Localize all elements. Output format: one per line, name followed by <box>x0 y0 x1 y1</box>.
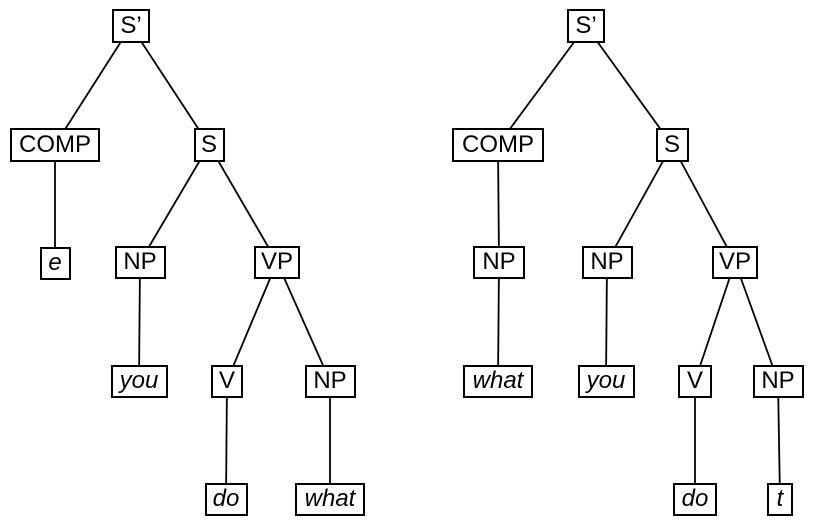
right-tree-node-t: t <box>767 482 793 516</box>
right-tree-edge-np2-you <box>605 261 608 382</box>
right-tree-edge-np1-what <box>497 261 500 382</box>
left-tree-node-np2: NP <box>304 364 356 398</box>
left-tree-node-vp: VP <box>254 245 300 279</box>
left-tree-node-v: V <box>211 364 243 398</box>
left-tree-edge-s-np1 <box>139 144 210 263</box>
left-tree-node-sprime: S’ <box>112 9 150 43</box>
left-tree-edge-vp-np2 <box>276 261 331 382</box>
right-tree-node-you: you <box>577 364 635 398</box>
right-tree-node-np3: NP <box>752 364 804 398</box>
left-tree-node-e: e <box>39 246 71 280</box>
left-tree-edge-sprime-comp <box>54 25 132 146</box>
left-tree-node-comp: COMP <box>10 128 100 162</box>
left-tree-node-np1: NP <box>114 245 166 279</box>
right-tree-edge-s-vp <box>671 144 736 263</box>
left-tree-node-s: S <box>193 128 225 162</box>
right-tree-node-what: what <box>463 364 533 398</box>
left-tree-node-what: what <box>295 482 365 516</box>
left-tree-edge-sprime-s <box>130 25 210 146</box>
left-tree-edge-s-vp <box>208 144 278 263</box>
right-tree-node-np1: NP <box>473 245 525 279</box>
right-tree-edge-sprime-s <box>585 25 673 146</box>
right-tree-node-s: S <box>655 128 689 162</box>
right-tree-node-np2: NP <box>581 245 633 279</box>
right-tree-edge-vp-v <box>694 261 736 382</box>
left-tree-edge-v-do <box>225 380 228 500</box>
right-tree-node-v: V <box>678 364 712 398</box>
left-tree-edge-vp-v <box>226 261 278 382</box>
right-tree-edge-sprime-comp <box>497 25 587 146</box>
right-tree-edge-vp-np3 <box>734 261 779 382</box>
right-tree-node-comp: COMP <box>452 128 544 162</box>
right-tree-edge-comp-np1 <box>497 144 500 263</box>
right-tree-edge-np3-t <box>777 380 781 500</box>
right-tree-node-do: do <box>673 482 717 516</box>
left-tree-edge-np1-you <box>138 261 141 382</box>
right-tree-edge-s-np2 <box>606 144 673 263</box>
right-tree-node-sprime: S’ <box>567 9 605 43</box>
right-tree-node-vp: VP <box>712 245 758 279</box>
left-tree-node-you: you <box>110 364 168 398</box>
left-tree-node-do: do <box>204 482 248 516</box>
